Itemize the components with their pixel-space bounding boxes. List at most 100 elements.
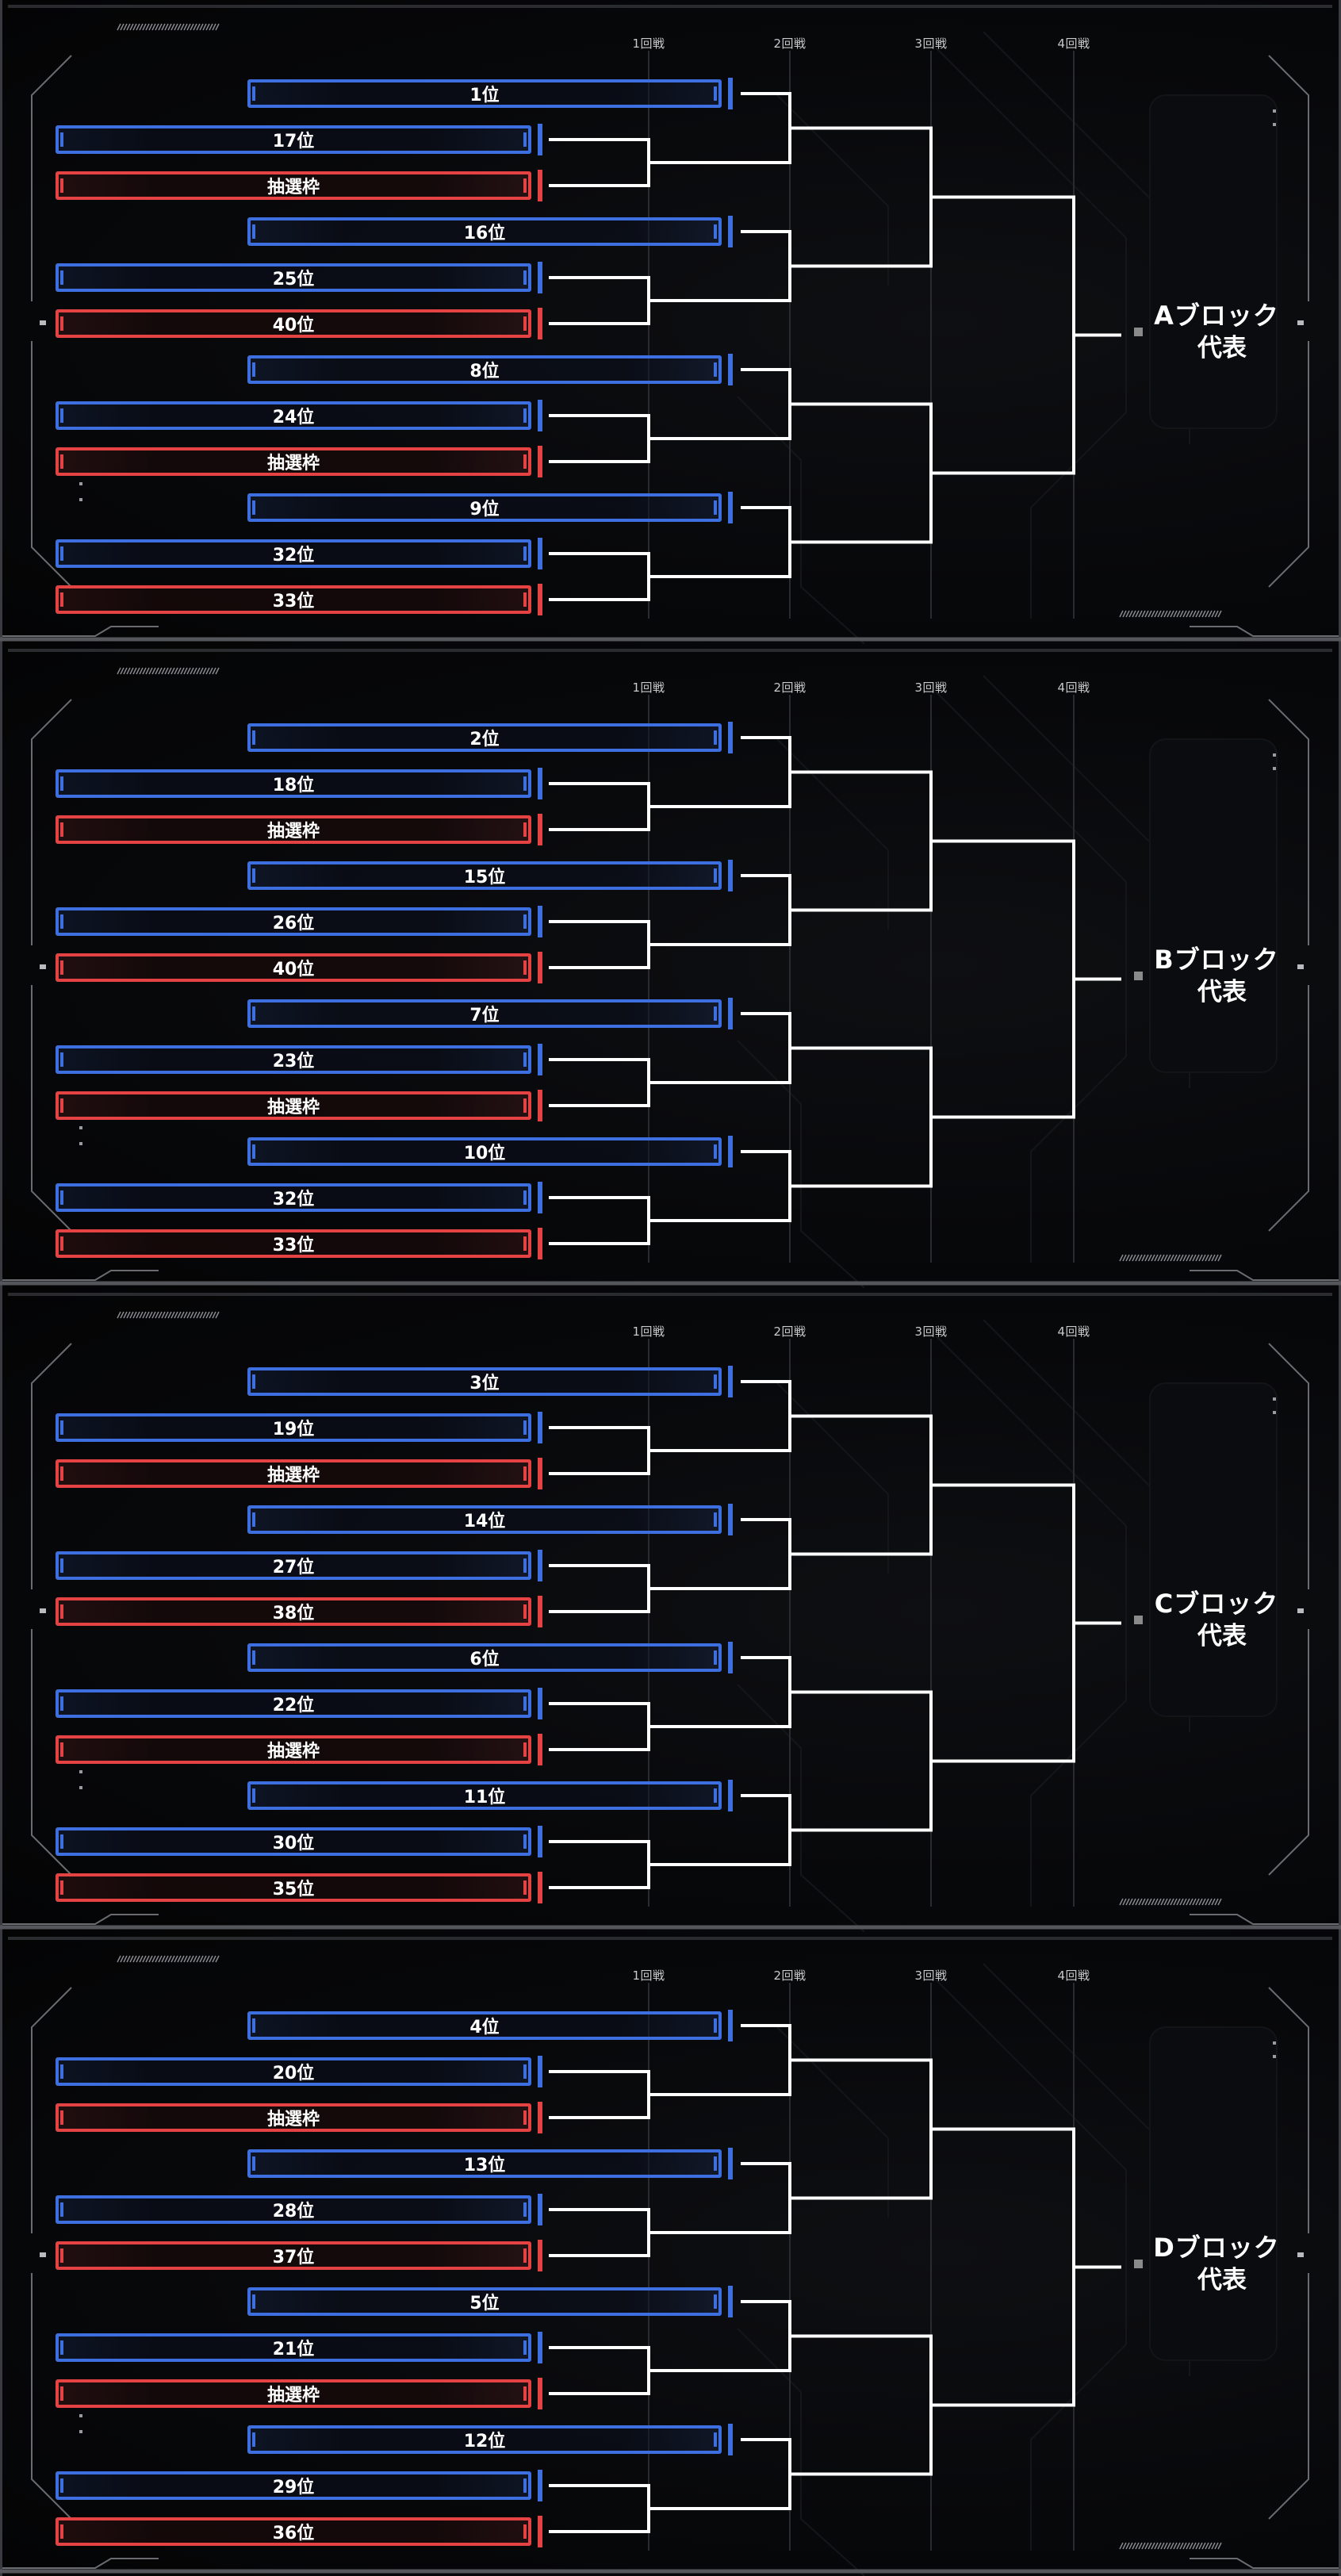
slot-connector-tab [728, 492, 733, 523]
lottery-slot: 抽選枠 [56, 1091, 531, 1120]
slot-notch [523, 914, 527, 929]
slot-label: 28位 [272, 2202, 315, 2221]
slot-notch [252, 2294, 255, 2309]
lottery-slot: 抽選枠 [56, 815, 531, 844]
slot-notch [60, 408, 63, 423]
qualifier-slot: 29位 [56, 2471, 531, 2500]
round-label: 3回戦 [914, 1968, 948, 1983]
slot-notch [60, 1880, 63, 1895]
slot-connector-tab [538, 1688, 542, 1719]
round1-match-line [549, 1564, 650, 1613]
slot-connector-tab [728, 2010, 733, 2041]
slot-connector-tab [728, 1504, 733, 1535]
seed-slot: 16位 [247, 217, 722, 246]
slot-notch [252, 500, 255, 515]
round-label: 4回戦 [1057, 1324, 1090, 1339]
lottery-slot: 抽選枠 [56, 171, 531, 200]
slot-notch [60, 1420, 63, 1435]
slot-notch [523, 592, 527, 607]
slot-notch [60, 2248, 63, 2263]
qualifier-slot: 23位 [56, 1045, 531, 1074]
slot-label: 20位 [272, 2064, 315, 2083]
slot-label: 32位 [272, 1190, 315, 1209]
slot-label: 抽選枠 [266, 1742, 320, 1761]
slot-notch [523, 1604, 527, 1619]
slot-notch [523, 1420, 527, 1435]
seed-slot: 7位 [247, 999, 722, 1028]
slot-connector-tab [538, 2378, 542, 2409]
slot-notch [60, 1558, 63, 1573]
slot-notch [60, 1190, 63, 1205]
slot-notch [252, 1006, 255, 1021]
slot-label: 抽選枠 [266, 1466, 320, 1485]
panel-frame-decoration [0, 0, 1341, 644]
lottery-slot: 40位 [56, 309, 531, 338]
slot-connector-tab [538, 1734, 542, 1765]
lottery-slot: 抽選枠 [56, 1735, 531, 1764]
slot-connector-tab [538, 768, 542, 799]
slot-label: 24位 [272, 408, 315, 427]
round-label: 4回戦 [1057, 36, 1090, 51]
seed-slot: 8位 [247, 355, 722, 384]
slot-connector-tab [728, 2148, 733, 2179]
slot-connector-tab [538, 1228, 542, 1259]
slot-notch [714, 362, 717, 377]
round4-match-line [931, 195, 1075, 475]
slot-notch [523, 1190, 527, 1205]
slot-notch [60, 1742, 63, 1757]
round-label: 2回戦 [773, 680, 807, 695]
slot-notch [714, 1144, 717, 1159]
slot-connector-tab [728, 1642, 733, 1673]
lottery-slot: 抽選枠 [56, 2103, 531, 2132]
round-label: 2回戦 [773, 1324, 807, 1339]
representative-marker [1134, 1616, 1143, 1624]
slot-connector-tab [728, 78, 733, 109]
slot-notch [60, 178, 63, 193]
slot-notch [60, 960, 63, 975]
qualifier-slot: 25位 [56, 263, 531, 292]
round1-match-line [549, 1058, 650, 1107]
slot-connector-tab [538, 1412, 542, 1443]
slot-notch [523, 2202, 527, 2217]
slot-notch [60, 132, 63, 147]
slot-notch [714, 1374, 717, 1389]
slot-connector-tab [728, 2286, 733, 2317]
slot-label: 抽選枠 [266, 1098, 320, 1117]
slot-label: 抽選枠 [266, 454, 320, 473]
qualifier-slot: 32位 [56, 539, 531, 568]
slot-notch [523, 2064, 527, 2079]
slot-connector-tab [538, 1872, 542, 1903]
slot-notch [252, 2156, 255, 2171]
block-name: Dブロック [1153, 2233, 1280, 2263]
seed-slot: 2位 [247, 723, 722, 752]
round1-match-line [549, 2484, 650, 2533]
slot-notch [60, 1834, 63, 1849]
round-label: 2回戦 [773, 36, 807, 51]
round-label: 4回戦 [1057, 680, 1090, 695]
slot-connector-tab [538, 1182, 542, 1213]
slot-notch [714, 1006, 717, 1021]
lottery-slot: 35位 [56, 1873, 531, 1902]
round1-match-line [549, 276, 650, 325]
slot-label: 17位 [272, 132, 315, 151]
slot-notch [252, 1374, 255, 1389]
bracket-lines [549, 92, 1121, 601]
slot-notch [60, 1236, 63, 1251]
slot-notch [523, 408, 527, 423]
slot-label: 6位 [469, 1650, 500, 1669]
slot-label: 3位 [469, 1374, 500, 1393]
slot-notch [523, 1558, 527, 1573]
slot-notch [714, 86, 717, 101]
slot-connector-tab [538, 2102, 542, 2133]
slot-connector-tab [538, 584, 542, 615]
block-representative: Cブロック代表 [1153, 1588, 1280, 1653]
slot-label: 1位 [469, 86, 500, 105]
slot-label: 21位 [272, 2340, 315, 2359]
slot-notch [252, 868, 255, 883]
slot-notch [714, 1788, 717, 1803]
slot-connector-tab [538, 308, 542, 339]
slot-label: 14位 [463, 1512, 506, 1531]
slot-connector-tab [538, 170, 542, 201]
